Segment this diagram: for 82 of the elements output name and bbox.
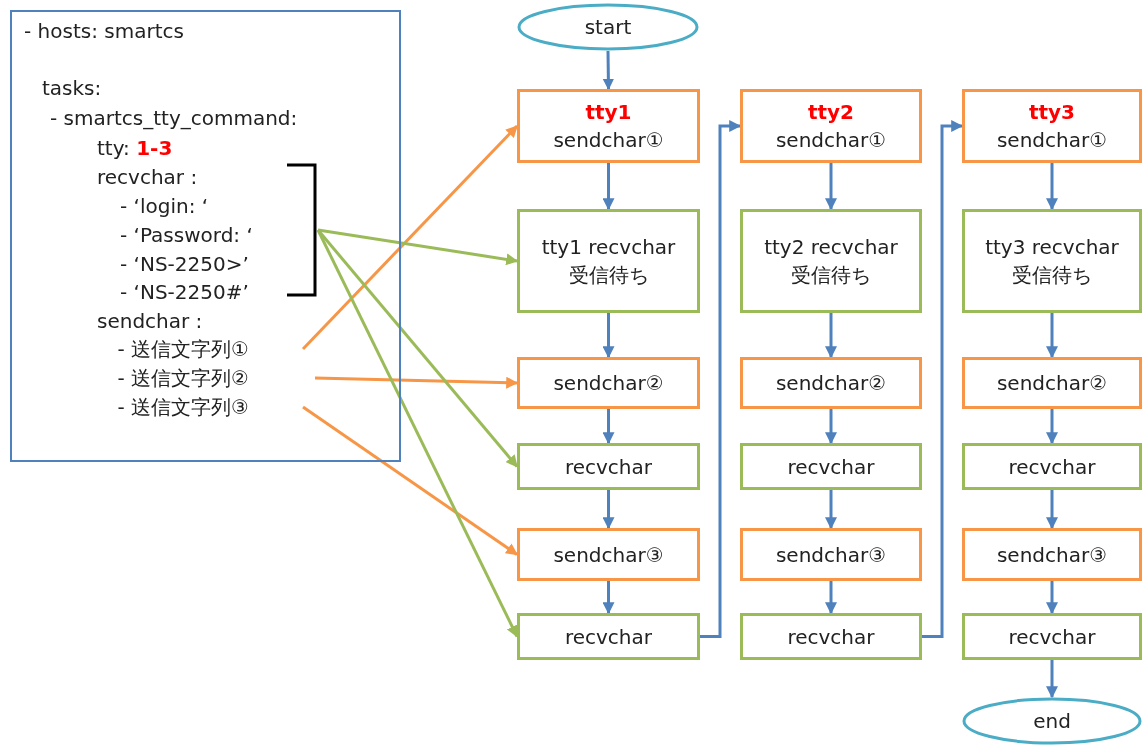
terminal-label: end — [1033, 709, 1071, 733]
step-label: recvchar — [786, 453, 876, 481]
step-label: recvchar — [563, 623, 654, 651]
code-line: - ‘Password: ‘ — [120, 222, 253, 248]
terminal-label: start — [584, 15, 632, 39]
step-title: tty2 — [806, 99, 856, 126]
step-label: sendchar③ — [552, 541, 665, 569]
arrow — [1046, 490, 1058, 530]
arrow — [302, 405, 518, 556]
code-line: - ‘NS-2250>’ — [120, 251, 249, 277]
send-step-box — [517, 89, 700, 163]
arrow — [316, 229, 519, 638]
arrow — [1046, 313, 1058, 359]
receive-step-box — [962, 209, 1142, 313]
send-step-box — [962, 528, 1142, 581]
receive-step-box — [962, 613, 1142, 660]
send-step-box — [517, 528, 700, 581]
arrow — [602, 313, 615, 359]
step-label: tty2 recvchar 受信待ち — [763, 234, 899, 289]
step-label: sendchar② — [995, 370, 1109, 397]
step-title: tty3 — [1027, 99, 1077, 126]
receive-step-box — [740, 209, 922, 313]
code-line: tty: 1-3 — [97, 135, 173, 161]
receive-step-box — [517, 443, 700, 490]
step-title: tty1 — [584, 99, 633, 126]
send-step-box — [740, 528, 922, 581]
code-line: - ‘NS-2250#’ — [120, 279, 249, 305]
arrow — [316, 229, 519, 468]
step-label: recvchar — [1007, 453, 1097, 481]
code-line: sendchar : — [97, 308, 203, 334]
arrow — [922, 120, 964, 638]
arrow — [825, 163, 837, 211]
arrow — [602, 490, 615, 530]
step-label: sendchar① — [995, 127, 1109, 154]
code-line: recvchar : — [97, 164, 198, 190]
send-step-box — [962, 89, 1142, 163]
send-step-box — [740, 89, 922, 163]
step-label: sendchar② — [774, 370, 888, 397]
arrow — [1046, 581, 1058, 615]
arrow — [317, 228, 519, 266]
code-line: - smartcs_tty_command: — [50, 105, 298, 131]
terminal-ellipse — [962, 697, 1142, 745]
code-line: - ‘login: ‘ — [120, 193, 209, 219]
arrow — [602, 409, 615, 445]
step-label: sendchar③ — [995, 541, 1109, 569]
terminal-ellipse — [517, 3, 699, 51]
arrow — [602, 50, 615, 91]
step-label: recvchar — [563, 453, 654, 481]
step-label: sendchar③ — [774, 541, 888, 569]
receive-step-box — [517, 613, 700, 660]
arrow — [825, 490, 837, 530]
code-line: - hosts: smartcs — [24, 18, 184, 44]
arrow — [1046, 163, 1058, 211]
arrow — [1046, 660, 1058, 699]
arrow — [825, 409, 837, 445]
arrow — [700, 120, 742, 638]
code-line: - 送信文字列① — [117, 335, 303, 362]
receive-step-box — [740, 443, 922, 490]
receive-step-box — [740, 613, 922, 660]
step-label: sendchar① — [774, 127, 888, 154]
code-panel — [10, 10, 401, 462]
code-line: - 送信文字列② — [117, 364, 315, 391]
code-line: - 送信文字列③ — [117, 393, 303, 420]
code-line: tasks: — [42, 75, 102, 101]
step-label: sendchar① — [552, 127, 665, 154]
arrow — [314, 376, 519, 389]
step-label: tty3 recvchar 受信待ち — [984, 234, 1120, 289]
step-label: sendchar② — [552, 370, 665, 397]
arrow — [1046, 409, 1058, 445]
arrow — [301, 124, 519, 351]
step-label: recvchar — [1007, 623, 1097, 651]
step-label: recvchar — [786, 623, 876, 651]
arrow — [602, 581, 615, 615]
arrow — [825, 313, 837, 359]
receive-step-box — [517, 209, 700, 313]
send-step-box — [740, 357, 922, 409]
step-label: tty1 recvchar 受信待ち — [540, 234, 677, 289]
send-step-box — [517, 357, 700, 409]
arrow — [602, 163, 615, 211]
receive-step-box — [962, 443, 1142, 490]
arrow — [825, 581, 837, 615]
send-step-box — [962, 357, 1142, 409]
